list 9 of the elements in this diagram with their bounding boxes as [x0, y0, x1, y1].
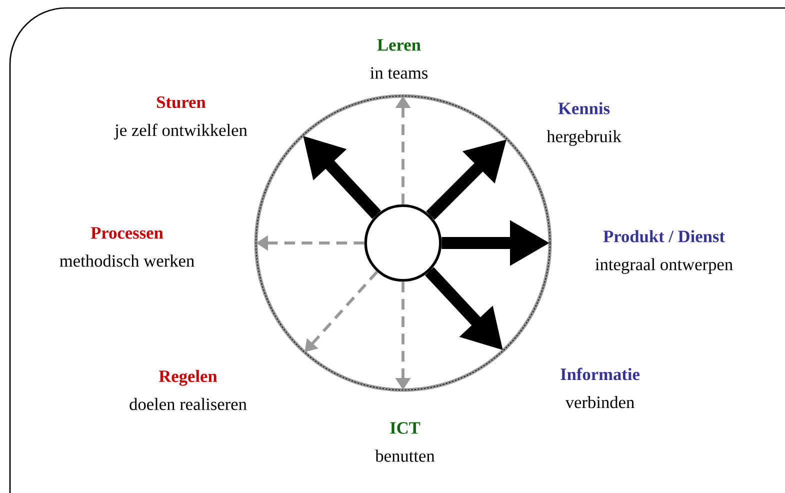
text-label: Leren in teams — [370, 39, 428, 79]
text-label: Sturen je zelf ontwikkelen — [114, 96, 248, 140]
text-label: ICT benutten — [375, 422, 435, 462]
text-label: Kennis hergebruik — [546, 102, 622, 146]
text-label: Produkt / Dienst integraal ontwerpen — [595, 230, 733, 274]
text-label: Processen methodisch werken — [60, 227, 194, 267]
center-circle — [364, 204, 442, 282]
text-label: Regelen doelen realiseren — [130, 370, 247, 410]
text-label: Informatie verbinden — [560, 368, 640, 408]
